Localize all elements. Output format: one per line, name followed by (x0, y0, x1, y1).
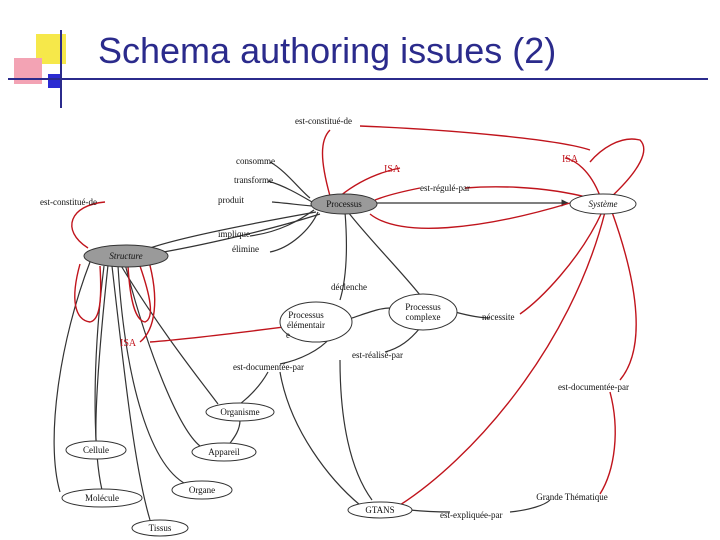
edge-labels: est-constitué-de est-constitué-de consom… (40, 116, 629, 520)
node-cellule[interactable]: Cellule (65, 440, 127, 460)
node-structure-label: Structure (109, 251, 142, 261)
edge-structure-isa (139, 257, 156, 343)
edge-processus-structure-a (149, 211, 317, 249)
edge-systeme-necessite (519, 211, 603, 315)
edge-systeme-isa (564, 157, 601, 197)
node-processus-label: Processus (326, 199, 362, 209)
dark-edges (53, 161, 569, 521)
node-appareil[interactable]: Appareil (191, 442, 257, 462)
node-cellule-label: Cellule (83, 445, 109, 455)
label-est-documentee-par-1: est-documentée-par (233, 362, 304, 372)
label-necessite: nécessite (482, 312, 514, 322)
node-molecule[interactable]: Molécule (61, 488, 143, 508)
node-processus-elementaire[interactable]: Processus élémentair e (279, 301, 353, 343)
node-elementaire-line2: élémentair (287, 320, 325, 330)
label-isa-2: ISA (562, 154, 579, 165)
edge-structure-selfloop-a (74, 263, 102, 323)
edge-processus-elimine (269, 211, 319, 253)
edge-elementaire-complexe (351, 307, 391, 319)
edge-structure-organe (117, 265, 191, 487)
node-organisme-label: Organisme (220, 407, 259, 417)
edge-processus-produit (271, 201, 313, 207)
node-elementaire-line1: Processus (288, 310, 324, 320)
edge-structure-tissus (111, 265, 151, 521)
edge-expliquee-grande (509, 499, 551, 513)
node-complexe-line2: complexe (406, 312, 441, 322)
label-est-realise-par: est-réalisé-par (352, 350, 403, 360)
label-isa-1: ISA (384, 164, 401, 175)
label-est-regule-par: est-régulé-par (420, 183, 470, 193)
title-rule (8, 78, 708, 80)
edge-processus-complexe (347, 211, 421, 296)
label-isa-3: ISA (120, 338, 137, 349)
edge-processus-isa (339, 167, 401, 197)
edge-complexe-necessite (454, 311, 491, 319)
edge-complexe-realise (384, 327, 421, 353)
edge-constitue-top-systeme (359, 125, 591, 151)
node-systeme-label: Système (589, 199, 618, 209)
node-grande-thematique[interactable]: Grande Thématique (536, 492, 608, 502)
edge-processus-structure-b (151, 213, 321, 255)
node-grande-thematique-label: Grande Thématique (536, 492, 608, 502)
edge-structure-appareil (124, 263, 201, 447)
edge-realise-gtans (339, 359, 373, 501)
label-elimine: élimine (232, 244, 259, 254)
edge-processus-transforme (267, 180, 313, 203)
edge-systeme-regule (464, 186, 591, 199)
corner-line-vertical (60, 30, 62, 108)
edge-structure-constitue-left (71, 201, 106, 249)
node-systeme[interactable]: Système (569, 193, 637, 215)
node-molecule-label: Molécule (85, 493, 119, 503)
label-est-constitue-de-left: est-constitué-de (40, 197, 97, 207)
node-processus[interactable]: Processus (310, 193, 378, 215)
edge-structure-organisme (119, 263, 219, 405)
node-gtans[interactable]: GTANS (347, 501, 413, 519)
edge-elementaire-isa (149, 324, 301, 343)
edge-processus-elementaire (339, 211, 347, 301)
edge-documentee-grande (599, 391, 616, 495)
edge-structure-left (53, 261, 91, 493)
label-produit: produit (218, 195, 244, 205)
node-organisme[interactable]: Organisme (205, 402, 275, 422)
slide-title: Schema authoring issues (2) (98, 30, 557, 71)
label-consomme: consomme (236, 156, 275, 166)
label-implique: implique (218, 229, 250, 239)
node-tissus-label: Tissus (149, 523, 172, 533)
edge-documentee-gtans (279, 371, 361, 506)
node-elementaire-line3: e (286, 330, 290, 340)
edge-systeme-left-loop (369, 202, 571, 229)
label-declenche: déclenche (331, 282, 367, 292)
label-est-constitue-de-top: est-constitué-de (295, 116, 352, 126)
node-processus-complexe[interactable]: Processus complexe (388, 293, 458, 331)
edge-structure-selfloop-b (127, 265, 152, 323)
edge-structure-cellule (95, 264, 109, 441)
edge-organisme-appareil (227, 419, 241, 447)
node-organe[interactable]: Organe (171, 480, 233, 500)
node-tissus[interactable]: Tissus (131, 519, 189, 537)
edge-documentee-organisme (239, 371, 269, 405)
corner-square-blue (48, 74, 62, 88)
label-est-expliquee-par: est-expliquée-par (440, 510, 502, 520)
edge-systeme-selfloop (589, 138, 645, 199)
edge-processus-consomme (269, 161, 311, 199)
edge-regule-processus (374, 187, 421, 201)
node-organe-label: Organe (189, 485, 215, 495)
node-gtans-label: GTANS (365, 505, 394, 515)
label-transforme: transforme (234, 175, 273, 185)
edge-systeme-documentee (611, 211, 637, 381)
label-est-documentee-par-2: est-documentée-par (558, 382, 629, 392)
edge-processus-constitue-top (321, 129, 331, 197)
edge-gtans-expliquee (409, 509, 451, 513)
node-appareil-label: Appareil (208, 447, 240, 457)
node-complexe-line1: Processus (405, 302, 441, 312)
edge-systeme-gtans (399, 211, 606, 506)
node-structure[interactable]: Structure (83, 244, 169, 268)
